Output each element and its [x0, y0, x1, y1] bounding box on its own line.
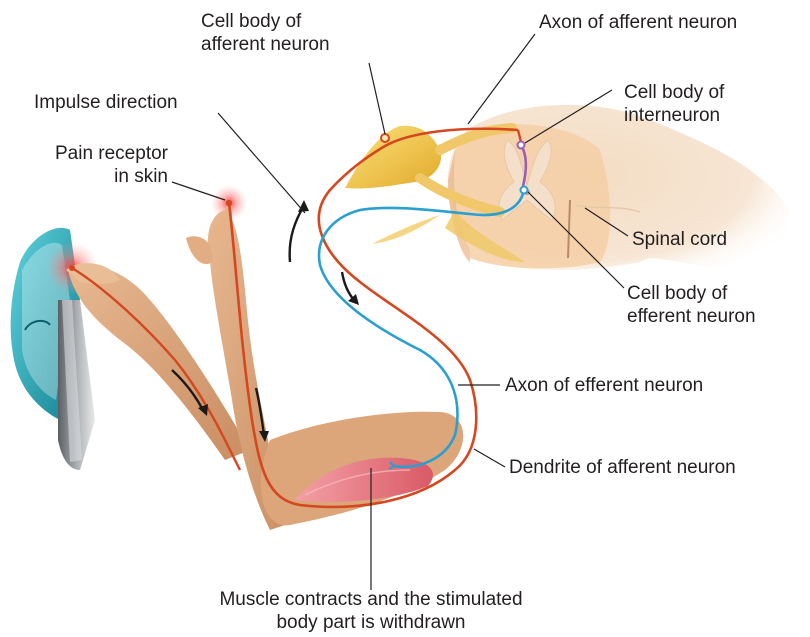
- label-pain-receptor: Pain receptor in skin: [14, 142, 168, 188]
- label-axon-efferent: Axon of efferent neuron: [505, 374, 703, 397]
- label-muscle-caption-line2: body part is withdrawn: [150, 611, 592, 634]
- label-cell-body-afferent-line1: Cell body of: [201, 10, 330, 33]
- label-cell-body-interneuron-line2: interneuron: [624, 104, 724, 127]
- afferent-cell-body-dot: [381, 134, 389, 142]
- label-axon-afferent: Axon of afferent neuron: [539, 11, 737, 34]
- label-pain-receptor-line2: in skin: [14, 165, 168, 188]
- label-muscle-caption: Muscle contracts and the stimulated body…: [150, 588, 592, 634]
- pain-receptor-hand-dot: [69, 265, 75, 271]
- label-cell-body-interneuron-line1: Cell body of: [624, 81, 724, 104]
- label-muscle-caption-line1: Muscle contracts and the stimulated: [150, 588, 592, 611]
- interneuron-cell-body-dot: [518, 142, 525, 149]
- label-cell-body-afferent-line2: afferent neuron: [201, 33, 330, 56]
- pain-receptor-dot: [226, 200, 232, 206]
- label-spinal-cord: Spinal cord: [632, 228, 727, 251]
- label-pain-receptor-line1: Pain receptor: [14, 142, 168, 165]
- leader-dendrite-afferent: [474, 449, 505, 467]
- label-cell-body-afferent: Cell body of afferent neuron: [201, 10, 330, 56]
- label-cell-body-efferent-line1: Cell body of: [627, 282, 756, 305]
- label-cell-body-efferent-line2: efferent neuron: [627, 305, 756, 328]
- label-cell-body-interneuron: Cell body of interneuron: [624, 81, 724, 127]
- leader-cell-body-afferent: [369, 63, 385, 134]
- label-cell-body-efferent: Cell body of efferent neuron: [627, 282, 756, 328]
- impulse-arrows: [172, 200, 359, 442]
- label-dendrite-afferent: Dendrite of afferent neuron: [509, 456, 736, 479]
- efferent-cell-body-dot: [521, 187, 528, 194]
- label-impulse-direction: Impulse direction: [34, 91, 178, 114]
